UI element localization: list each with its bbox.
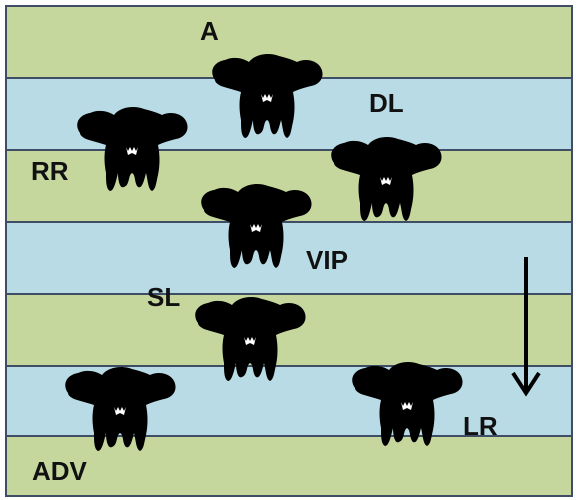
label-vip: VIP bbox=[306, 245, 348, 275]
figure-a bbox=[212, 54, 323, 138]
arrow-down-icon bbox=[511, 257, 541, 397]
band-4 bbox=[7, 221, 571, 293]
figure-adv bbox=[65, 367, 176, 451]
figure-sl bbox=[195, 297, 306, 381]
label-rr: RR bbox=[31, 156, 69, 186]
label-lr: LR bbox=[463, 411, 498, 441]
label-sl: SL bbox=[147, 282, 181, 312]
label-dl: DL bbox=[369, 88, 404, 118]
figure-rr bbox=[77, 107, 188, 191]
label-adv: ADV bbox=[32, 456, 87, 486]
label-a: A bbox=[200, 16, 219, 46]
figure-lr bbox=[352, 362, 463, 446]
figure-vip bbox=[201, 184, 312, 268]
figure-dl bbox=[331, 137, 442, 221]
